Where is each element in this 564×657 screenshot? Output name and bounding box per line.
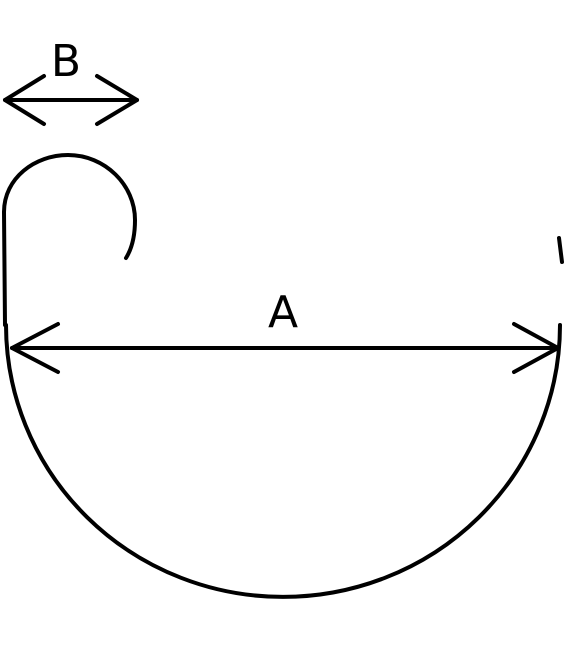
dimension-b-label: B [51, 36, 81, 87]
gutter-back-edge [557, 236, 564, 264]
dimension-a-label: A [268, 287, 298, 338]
gutter-trough-curve [4, 323, 562, 599]
gutter-bead-curl [2, 153, 137, 260]
dimension-a-arrow [10, 322, 560, 374]
dimension-b-left-arrowhead [3, 74, 46, 126]
dimension-a-right-arrowhead [512, 322, 560, 374]
gutter-front-wall [2, 210, 7, 327]
dimension-b-right-arrowhead [95, 74, 139, 126]
dimension-a-left-arrowhead [10, 322, 60, 374]
dimension-b-arrow [3, 74, 139, 126]
